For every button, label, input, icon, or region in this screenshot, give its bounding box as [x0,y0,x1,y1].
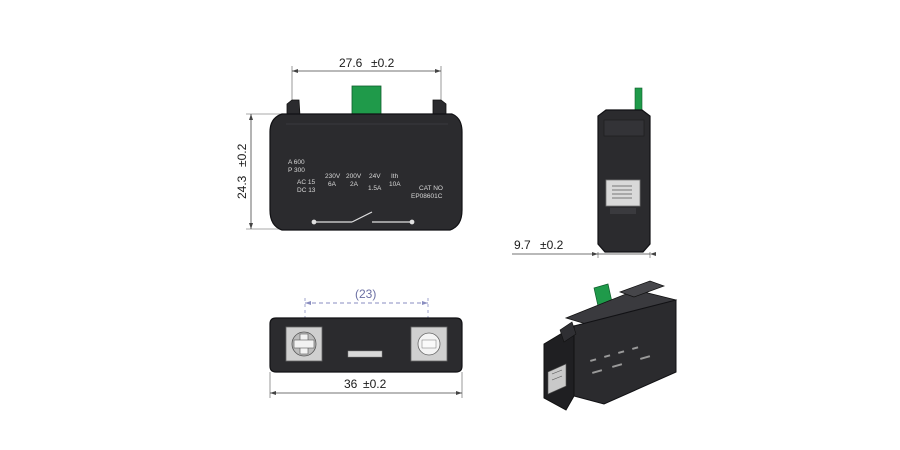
bottom-width-tolerance: ±0.2 [363,377,387,391]
side-depth-tolerance: ±0.2 [540,238,564,252]
svg-text:EP08601C: EP08601C [411,193,443,200]
svg-text:230V: 230V [325,173,341,180]
svg-text:24V: 24V [369,173,381,180]
height-value: 24.3 [235,175,249,199]
side-actuator [634,87,643,111]
front-label: A 600 P 300 AC 15 DC 13 230V 6A 200V 2A … [288,159,443,200]
left-terminal-screw [285,326,323,362]
front-body [269,113,463,231]
svg-text:10A: 10A [389,181,401,188]
top-width-tolerance: ±0.2 [371,56,395,70]
height-tolerance: ±0.2 [235,143,249,167]
bottom-view: (23) 36 ±0.2 [269,287,463,398]
side-depth-value: 9.7 [514,238,531,252]
terminal-window [605,179,641,207]
svg-text:2A: 2A [350,181,359,188]
top-width-value: 27.6 [339,56,363,70]
side-view: 9.7 ±0.2 [512,87,656,258]
svg-text:Ith: Ith [391,173,399,180]
svg-text:CAT NO: CAT NO [419,185,443,192]
svg-text:AC 15: AC 15 [297,179,315,186]
svg-text:6A: 6A [328,181,337,188]
right-terminal-screw [410,326,448,362]
isometric-view [543,280,678,411]
svg-text:P 300: P 300 [288,167,305,174]
actuator-tab [351,85,382,117]
bottom-width-value: 36 [344,377,358,391]
svg-text:1.5A: 1.5A [368,185,382,192]
svg-text:200V: 200V [346,173,362,180]
contact-symbol [311,211,415,225]
front-view: 27.6 ±0.2 24.3 ±0.2 A 600 P 300 AC 15 DC… [235,56,463,231]
svg-text:DC 13: DC 13 [297,187,316,194]
reference-spacing-value: (23) [355,287,376,301]
svg-text:A 600: A 600 [288,159,305,166]
